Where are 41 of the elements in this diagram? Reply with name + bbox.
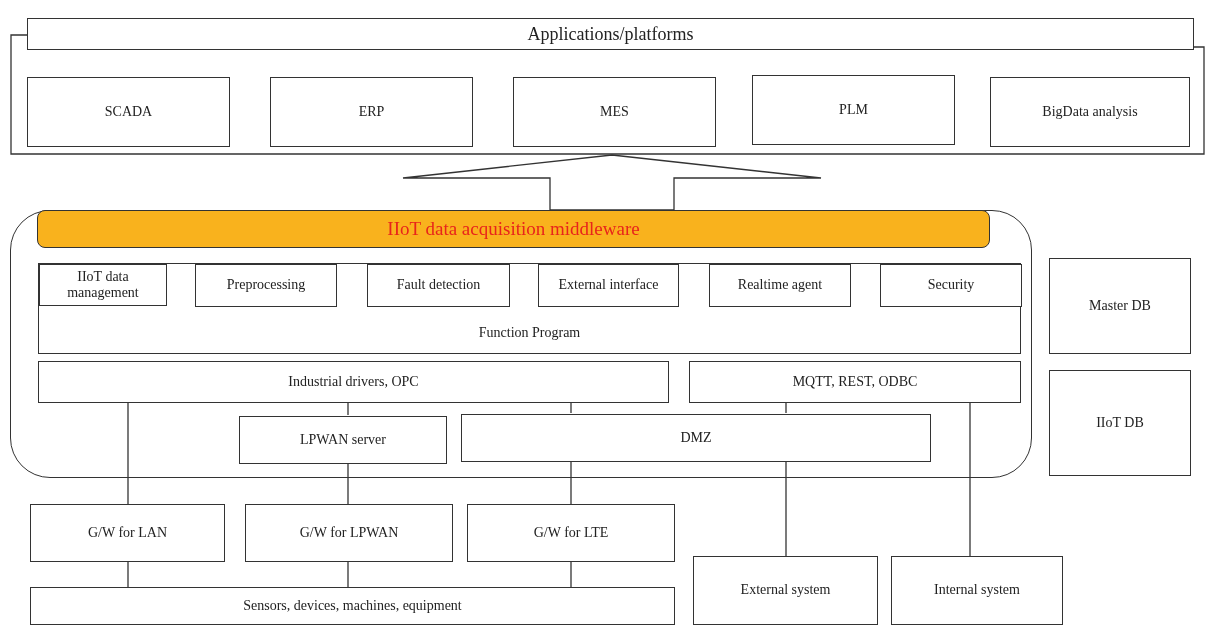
component-box: Industrial drivers, OPC (38, 361, 669, 403)
function-program-box (38, 263, 1021, 354)
component-box: PLM (752, 75, 955, 145)
component-box: SCADA (27, 77, 230, 147)
component-box: MQTT, REST, ODBC (689, 361, 1021, 403)
block-arrow (402, 154, 822, 211)
connector-line (785, 460, 787, 557)
component-box: Fault detection (367, 264, 510, 307)
component-box: Internal system (891, 556, 1063, 625)
connector-line (570, 561, 572, 588)
connector-line (347, 401, 349, 416)
connector-line (785, 401, 787, 414)
component-box: G/W for LTE (467, 504, 675, 562)
title-bar: IIoT data acquisition middleware (37, 210, 990, 248)
component-box: External system (693, 556, 878, 625)
component-box: Realtime agent (709, 264, 851, 307)
component-box: External interface (538, 264, 679, 307)
header-bar: Applications/platforms (27, 18, 1194, 50)
component-box: BigData analysis (990, 77, 1190, 147)
component-box: LPWAN server (239, 416, 447, 464)
component-box: G/W for LPWAN (245, 504, 453, 562)
component-box: G/W for LAN (30, 504, 225, 562)
platform-panel (10, 18, 1205, 155)
connector-line (127, 401, 129, 505)
connector-line (570, 460, 572, 505)
connector-line (347, 462, 349, 505)
database-box: IIoT DB (1049, 370, 1191, 476)
component-box: IIoT data management (39, 264, 167, 306)
component-box: MES (513, 77, 716, 147)
component-box: DMZ (461, 414, 931, 462)
component-box: Security (880, 264, 1022, 307)
middleware-panel (10, 210, 1032, 478)
connector-line (969, 401, 971, 557)
component-box: ERP (270, 77, 473, 147)
connector-line (127, 561, 129, 588)
component-box: Sensors, devices, machines, equipment (30, 587, 675, 625)
connector-line (347, 561, 349, 588)
component-box: Preprocessing (195, 264, 337, 307)
database-box: Master DB (1049, 258, 1191, 354)
connector-line (570, 401, 572, 414)
box-label: Function Program (477, 325, 582, 341)
